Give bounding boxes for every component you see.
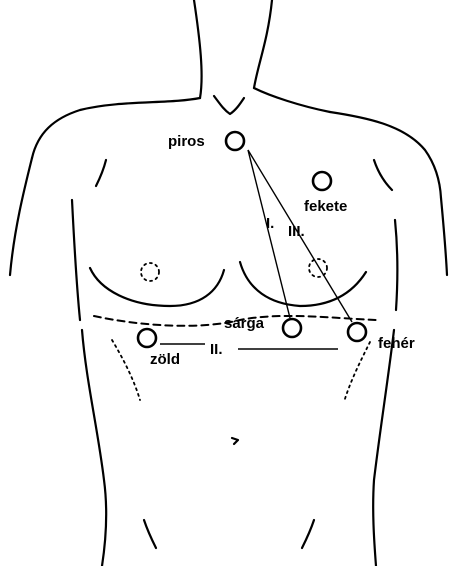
left-side-outline (72, 200, 80, 320)
left-arm-outline (10, 158, 32, 275)
label-black: fekete (304, 198, 347, 215)
lead-line-1 (248, 150, 290, 318)
right-nipple (309, 259, 327, 277)
right-pectoral-outline (240, 262, 366, 306)
label-lead-1: I. (266, 215, 274, 232)
lower-abdomen-mark-right (302, 520, 314, 548)
electrode-green (138, 329, 156, 347)
label-green: zöld (150, 351, 180, 368)
left-abdomen-contour (112, 340, 140, 400)
left-nipple (141, 263, 159, 281)
electrode-white (348, 323, 366, 341)
label-red: piros (168, 133, 205, 150)
electrode-yellow (283, 319, 301, 337)
electrode-black (313, 172, 331, 190)
right-shoulder-outline (330, 112, 441, 198)
right-armpit-mark (374, 160, 392, 190)
right-abdomen-contour (344, 342, 370, 402)
electrode-red (226, 132, 244, 150)
right-arm-outline (441, 198, 447, 275)
navel (232, 438, 238, 444)
label-yellow: sárga (224, 315, 265, 332)
left-pectoral-outline (90, 268, 224, 306)
label-lead-3: III. (288, 223, 305, 240)
abdomen-right-outline (373, 330, 394, 566)
lower-abdomen-mark-left (144, 520, 156, 548)
neck-right-outline (254, 0, 272, 88)
label-lead-2: II. (210, 341, 223, 358)
neck-collar-right (254, 88, 330, 112)
left-armpit-mark (96, 160, 106, 186)
abdomen-left-outline (82, 330, 106, 566)
right-side-outline (395, 220, 397, 310)
sternal-notch (214, 96, 244, 114)
neck-left-outline (194, 0, 202, 98)
label-white: fehér (378, 335, 415, 352)
